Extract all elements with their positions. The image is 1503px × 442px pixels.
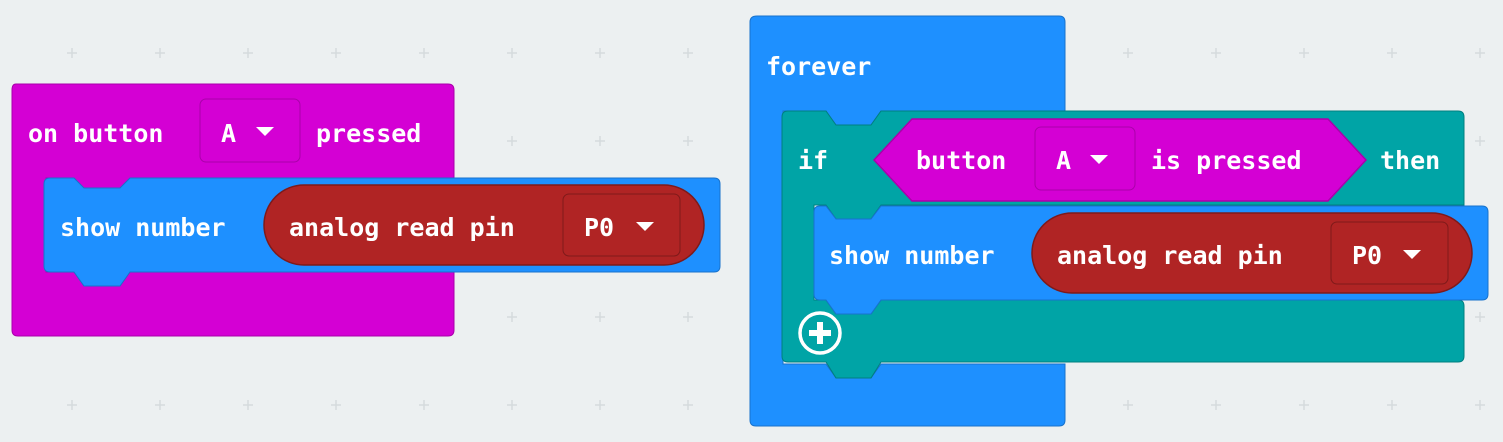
grid-cross — [507, 312, 517, 322]
analog-read-pin-reporter[interactable]: analog read pin P0 — [263, 184, 705, 266]
show-number-label: show number — [60, 213, 226, 242]
on-button-pressed-hat[interactable] — [11, 83, 455, 337]
grid-cross — [595, 312, 605, 322]
chevron-down-icon — [1090, 155, 1108, 164]
grid-cross — [683, 136, 693, 146]
grid-cross — [1475, 312, 1485, 322]
grid-cross — [1123, 48, 1133, 58]
on-button-suffix-label: pressed — [316, 119, 421, 148]
grid-cross — [507, 48, 517, 58]
grid-cross — [1123, 400, 1133, 410]
grid-cross — [1475, 136, 1485, 146]
grid-cross — [1299, 48, 1309, 58]
condition-prefix-label: button — [916, 146, 1006, 175]
forever-block[interactable]: forever if then button A is pressed show — [749, 15, 1489, 427]
condition-suffix-label: is pressed — [1151, 146, 1302, 175]
grid-cross — [1299, 400, 1309, 410]
analog-read-pin-label: analog read pin — [289, 213, 515, 242]
forever-loop-body[interactable] — [749, 15, 1066, 427]
grid-cross — [1211, 400, 1221, 410]
grid-cross — [1211, 48, 1221, 58]
if-label: if — [798, 146, 828, 175]
condition-button-dropdown[interactable]: A — [1034, 126, 1136, 191]
if-show-number-label: show number — [829, 241, 995, 270]
forever-label: forever — [766, 52, 871, 81]
grid-cross — [683, 312, 693, 322]
if-pin-dropdown-value: P0 — [1352, 241, 1382, 270]
on-button-prefix-label: on button — [28, 119, 163, 148]
if-pin-dropdown[interactable]: P0 — [1330, 221, 1449, 285]
if-analog-read-pin-label: analog read pin — [1057, 241, 1283, 270]
grid-cross — [683, 48, 693, 58]
grid-cross — [507, 400, 517, 410]
then-label: then — [1380, 146, 1440, 175]
grid-cross — [419, 400, 429, 410]
grid-cross — [1387, 400, 1397, 410]
grid-cross — [155, 48, 165, 58]
grid-cross — [419, 48, 429, 58]
grid-cross — [243, 48, 253, 58]
chevron-down-icon — [1403, 250, 1421, 259]
button-dropdown[interactable]: A — [199, 98, 301, 163]
grid-cross — [1387, 48, 1397, 58]
if-then-block[interactable]: if then button A is pressed show number — [781, 110, 1489, 379]
grid-cross — [683, 400, 693, 410]
chevron-down-icon — [636, 222, 654, 231]
pin-dropdown-value: P0 — [584, 213, 614, 242]
grid-cross — [595, 400, 605, 410]
grid-cross — [1475, 48, 1485, 58]
button-is-pressed-condition[interactable]: button A is pressed — [872, 118, 1368, 202]
grid-cross — [595, 136, 605, 146]
grid-cross — [155, 400, 165, 410]
condition-button-value: A — [1056, 146, 1071, 175]
if-show-number-block[interactable]: show number analog read pin P0 — [813, 205, 1489, 315]
grid-cross — [243, 400, 253, 410]
grid-cross — [1475, 400, 1485, 410]
button-dropdown-value: A — [221, 119, 236, 148]
grid-cross — [507, 136, 517, 146]
show-number-block[interactable]: show number analog read pin P0 — [43, 177, 721, 287]
grid-cross — [67, 400, 77, 410]
grid-cross — [67, 48, 77, 58]
grid-cross — [331, 400, 341, 410]
chevron-down-icon — [256, 127, 274, 136]
grid-cross — [595, 48, 605, 58]
if-analog-read-pin-reporter[interactable]: analog read pin P0 — [1031, 212, 1473, 294]
plus-circle-icon[interactable] — [798, 311, 842, 355]
grid-cross — [331, 48, 341, 58]
pin-dropdown[interactable]: P0 — [562, 193, 681, 257]
on-button-pressed-block[interactable]: on button A pressed show number analog r… — [11, 83, 721, 337]
